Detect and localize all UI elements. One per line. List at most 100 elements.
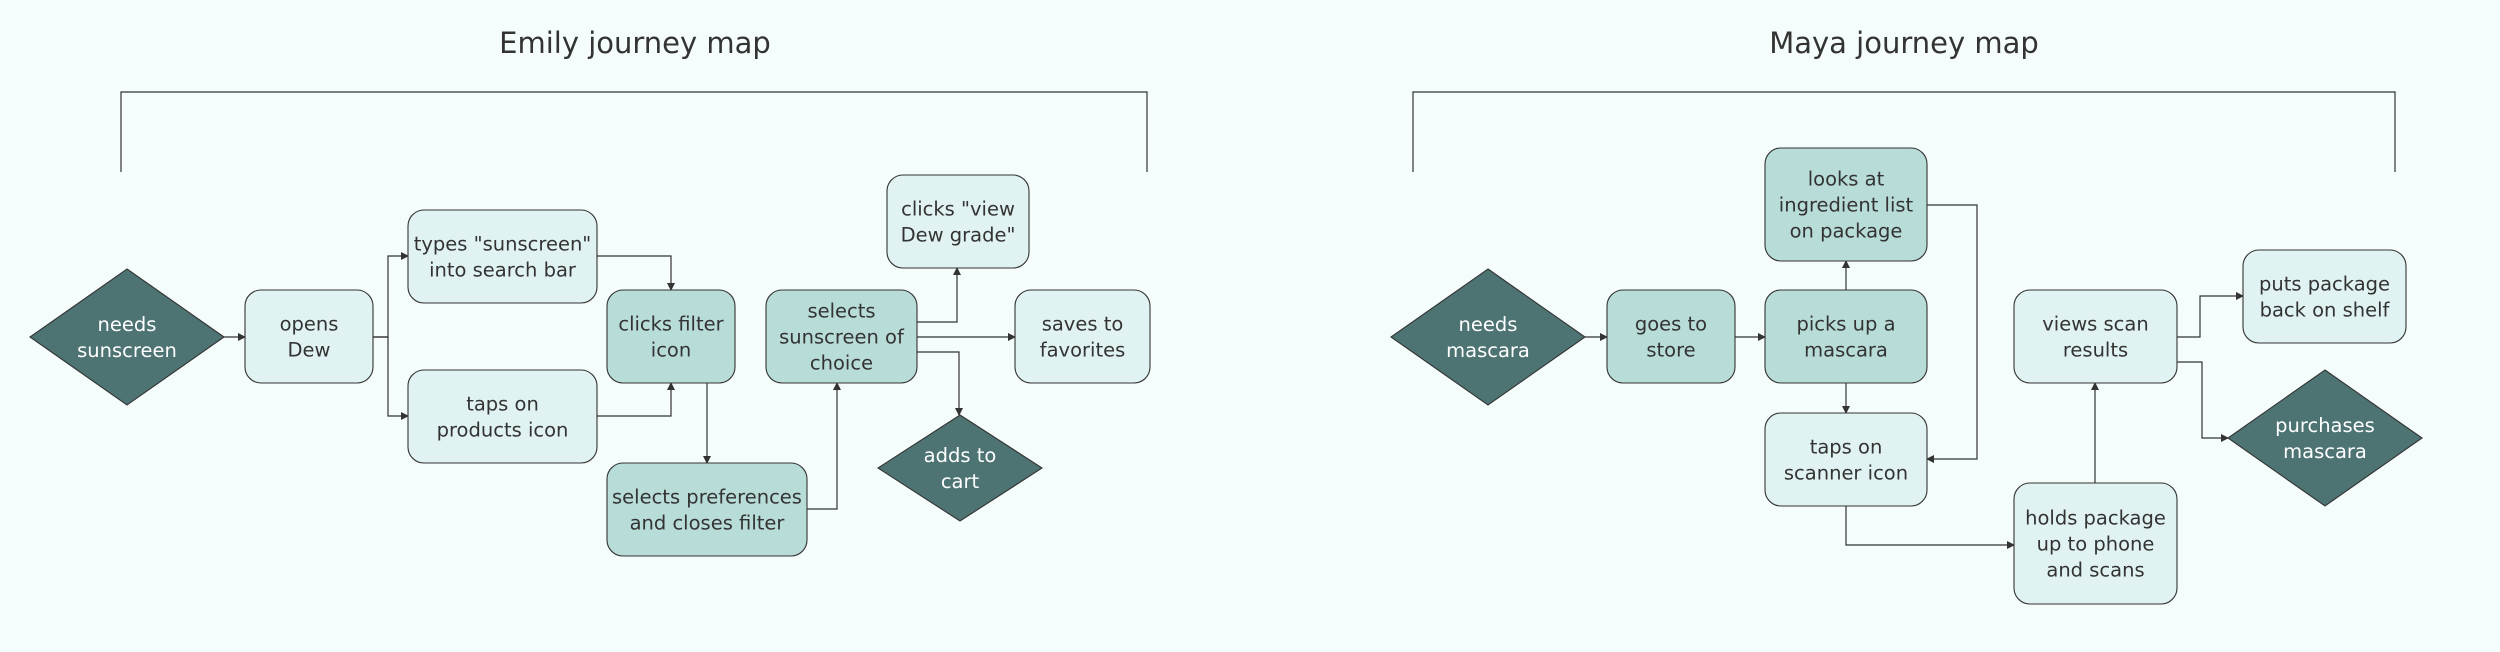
node-label-line: choice [810,352,873,375]
node-label-line: scanner icon [1784,462,1908,485]
node-label-line: mascara [1446,339,1530,362]
connector-arrow [373,252,409,338]
process-box [1606,289,1736,384]
node-label-line: into search bar [429,259,577,282]
node-label: selects preferences and closes filter [612,486,802,535]
node-label: selects sunscreen of choice [779,300,905,375]
node-m-goes: goes to store [1606,289,1736,384]
node-label-line: types "sunscreen" [414,233,592,256]
node-m-views: views scan results [2013,289,2178,384]
node-e-saves: saves to favorites [1014,289,1151,384]
node-label-line: selects preferences [612,486,802,509]
node-label-line: store [1646,339,1695,362]
node-e-types: types "sunscreen" into search bar [407,209,598,304]
process-box [765,289,918,384]
process-box [1014,289,1151,384]
node-label-line: clicks "view [901,198,1015,221]
node-label: needs mascara [1446,313,1530,362]
node-label: taps on products icon [437,393,569,442]
node-m-looks: looks at ingredient list on package [1764,147,1928,262]
connector-arrow [807,382,841,510]
node-label-line: results [2063,339,2128,362]
node-label-line: mascara [2283,440,2367,463]
node-label-line: on package [1790,220,1903,243]
maya-edges [1585,204,2244,549]
node-label-line: needs [98,313,157,336]
process-box [2013,289,2178,384]
node-label-line: saves to [1042,313,1124,336]
process-box [1764,147,1928,262]
process-box [2013,482,2178,605]
process-box [407,209,598,304]
node-m-picks: picks up a mascara [1764,289,1928,384]
node-label-line: needs [1459,313,1518,336]
process-box [1764,289,1928,384]
node-e-selects: selects sunscreen of choice [765,289,918,384]
node-label-line: adds to [924,444,997,467]
decision-diamond [2227,369,2423,507]
node-label-line: taps on [1810,436,1883,459]
node-label: holds package up to phone and scans [2025,507,2166,582]
node-label-line: goes to [1635,313,1707,336]
node-label-line: picks up a [1796,313,1895,336]
node-label: picks up a mascara [1796,313,1895,362]
process-box [1764,412,1928,507]
decision-diamond [1390,268,1586,406]
process-box [606,289,736,384]
node-label: looks at ingredient list on package [1779,168,1914,243]
node-e-cart: adds to cart [876,414,1044,522]
connector-arrow [1845,506,2015,549]
node-label-line: opens [280,313,339,336]
node-label-line: products icon [437,419,569,442]
node-e-taps: taps on products icon [407,369,598,464]
node-label: saves to favorites [1040,313,1126,362]
node-e-prefs: selects preferences and closes filter [606,462,808,557]
node-m-taps: taps on scanner icon [1764,412,1928,507]
node-label-line: Dew [288,339,331,362]
emily-map-bracket [120,91,1148,172]
maya-map-title: Maya journey map [1769,26,2039,60]
node-label-line: ingredient list [1779,194,1914,217]
node-label-line: selects [807,300,875,323]
node-label-line: mascara [1804,339,1888,362]
emily-map-title: Emily journey map [499,26,771,60]
node-label-line: and scans [2046,559,2144,582]
maya-nodes: needs mascara goes to store picks up a mascar… [1390,147,2423,605]
maya-journey-map: Maya journey map needs mascara goes to stor… [1390,26,2423,605]
node-label-line: up to phone [2037,533,2155,556]
decision-diamond [876,414,1044,522]
node-label-line: cart [941,470,980,493]
connector-arrow [1926,204,1978,463]
process-box [407,369,598,464]
node-label-line: purchases [2275,414,2375,437]
node-m-needs: needs mascara [1390,268,1586,406]
maya-map-bracket [1412,91,2396,172]
node-label-line: Dew grade" [901,224,1016,247]
node-label: purchases mascara [2275,414,2375,463]
emily-edges [224,252,1016,510]
node-label-line: holds package [2025,507,2166,530]
connector-arrow [597,255,675,291]
node-label-line: favorites [1040,339,1126,362]
node-label: taps on scanner icon [1784,436,1908,485]
node-label: views scan results [2042,313,2148,362]
node-label: adds to cart [924,444,997,493]
node-label-line: looks at [1808,168,1885,191]
process-box [2242,249,2407,344]
node-label-line: and closes filter [630,512,786,535]
node-label-line: taps on [466,393,539,416]
node-label-line: sunscreen of [779,326,905,349]
node-label-line: views scan [2042,313,2148,336]
node-label: goes to store [1635,313,1707,362]
connector-arrow [2177,292,2244,338]
node-m-purchases: purchases mascara [2227,369,2423,507]
